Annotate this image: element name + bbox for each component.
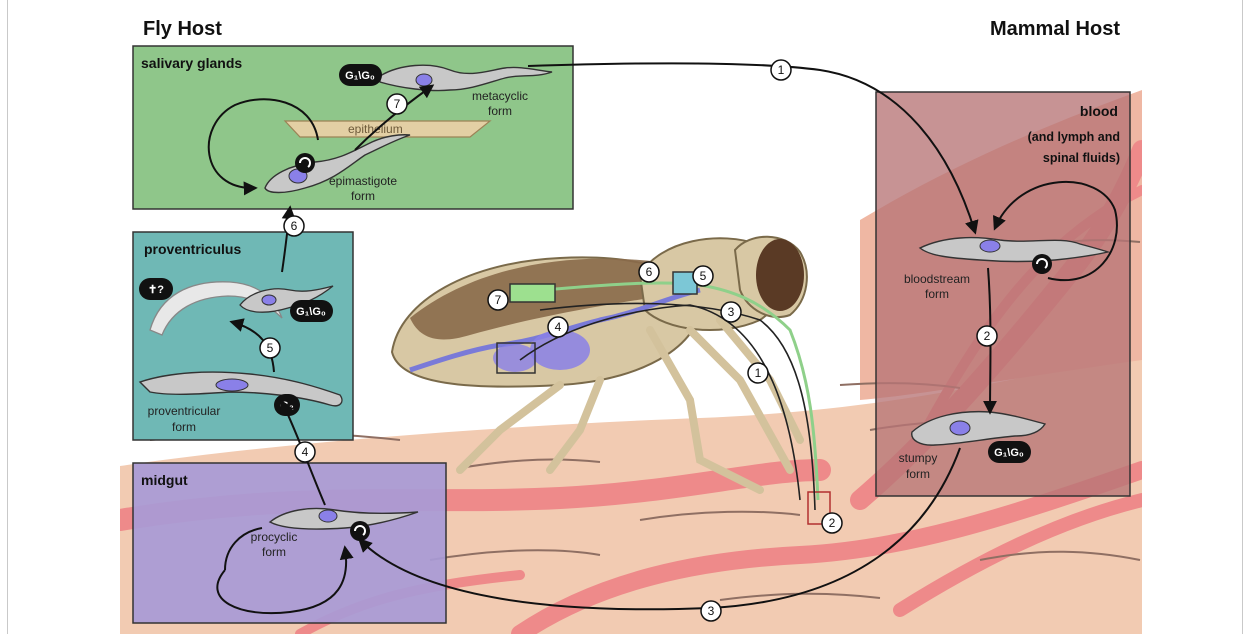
step-marker-4-fly: 4 bbox=[548, 317, 568, 337]
badge-g1g0-stumpy-text: G₁\G₀ bbox=[994, 447, 1024, 459]
epimastigote-label-2: form bbox=[351, 189, 375, 203]
panel-title-proventriculus: proventriculus bbox=[144, 241, 241, 257]
metacyclic-label-2: form bbox=[488, 104, 512, 118]
fly-salivary-marker bbox=[510, 284, 555, 302]
step-marker-7-main: 7 bbox=[387, 94, 407, 114]
mammal-host-title: Mammal Host bbox=[990, 18, 1120, 40]
fly-midgut bbox=[493, 344, 537, 372]
step-7-fly-text: 7 bbox=[495, 293, 502, 307]
step-5-main-text: 5 bbox=[267, 341, 274, 355]
death-badge-text: ✝? bbox=[148, 284, 164, 296]
step-5-fly-text: 5 bbox=[700, 269, 707, 283]
step-marker-2-main: 2 bbox=[977, 326, 997, 346]
blood-subtitle-2: spinal fluids) bbox=[1043, 151, 1120, 165]
metacyclic-label-1: metacyclic bbox=[472, 89, 528, 103]
panel-title-salivary: salivary glands bbox=[141, 55, 242, 71]
stumpy-label-1: stumpy bbox=[899, 451, 938, 465]
step-1-fly-text: 1 bbox=[755, 366, 762, 380]
procyclic-label-1: procyclic bbox=[251, 530, 298, 544]
step-1-main-text: 1 bbox=[778, 63, 785, 77]
step-4-main-text: 4 bbox=[302, 445, 309, 459]
badge-g1g0-metacyclic-text: G₁\G₀ bbox=[345, 70, 375, 82]
bloodstream-label-2: form bbox=[925, 287, 949, 301]
division-icon-epimastigote bbox=[295, 153, 315, 173]
step-7-main-text: 7 bbox=[394, 97, 401, 111]
step-marker-5-fly: 5 bbox=[693, 266, 713, 286]
division-icon-bloodstream bbox=[1032, 254, 1052, 274]
step-6-fly-text: 6 bbox=[646, 265, 653, 279]
step-marker-3-fly: 3 bbox=[721, 302, 741, 322]
blood-subtitle-1: (and lymph and bbox=[1028, 130, 1120, 144]
step-marker-1-main: 1 bbox=[771, 60, 791, 80]
fly-eye bbox=[756, 239, 804, 311]
stumpy-label-2: form bbox=[906, 467, 930, 481]
panel-salivary-glands: salivary glands epithelium G₁\G₀ metacyc… bbox=[133, 46, 573, 209]
step-marker-7-fly: 7 bbox=[488, 290, 508, 310]
step-3-main-text: 3 bbox=[708, 604, 715, 618]
division-icon-procyclic bbox=[350, 521, 370, 541]
step-marker-3-main: 3 bbox=[701, 601, 721, 621]
epithelium-label: epithelium bbox=[348, 122, 403, 136]
step-marker-2-fly: 2 bbox=[822, 513, 842, 533]
epimastigote-label-1: epimastigote bbox=[329, 174, 397, 188]
step-marker-5-main: 5 bbox=[260, 338, 280, 358]
proventricular-label-2: form bbox=[172, 420, 196, 434]
step-marker-4-main: 4 bbox=[295, 442, 315, 462]
panel-blood: blood (and lymph and spinal fluids) bloo… bbox=[876, 92, 1130, 496]
badge-g2-text: G₂ bbox=[280, 400, 294, 412]
step-marker-6-main: 6 bbox=[284, 216, 304, 236]
step-marker-1-fly: 1 bbox=[748, 363, 768, 383]
fly-host-title: Fly Host bbox=[143, 18, 222, 40]
badge-g1g0-proventriculus-text: G₁\G₀ bbox=[296, 306, 326, 318]
step-2-fly-text: 2 bbox=[829, 516, 836, 530]
step-3-fly-text: 3 bbox=[728, 305, 735, 319]
panel-midgut: midgut procyclic form bbox=[133, 463, 446, 623]
panel-title-midgut: midgut bbox=[141, 472, 188, 488]
panel-proventriculus: proventriculus ✝? G₁\G₀ G₂ proventricula… bbox=[133, 232, 353, 440]
step-6-main-text: 6 bbox=[291, 219, 298, 233]
panel-title-blood: blood bbox=[1080, 103, 1118, 119]
bloodstream-label-1: bloodstream bbox=[904, 272, 970, 286]
proventricular-label-1: proventricular bbox=[148, 404, 221, 418]
step-2-main-text: 2 bbox=[984, 329, 991, 343]
procyclic-label-2: form bbox=[262, 545, 286, 559]
step-4-fly-text: 4 bbox=[555, 320, 562, 334]
step-marker-6-fly: 6 bbox=[639, 262, 659, 282]
